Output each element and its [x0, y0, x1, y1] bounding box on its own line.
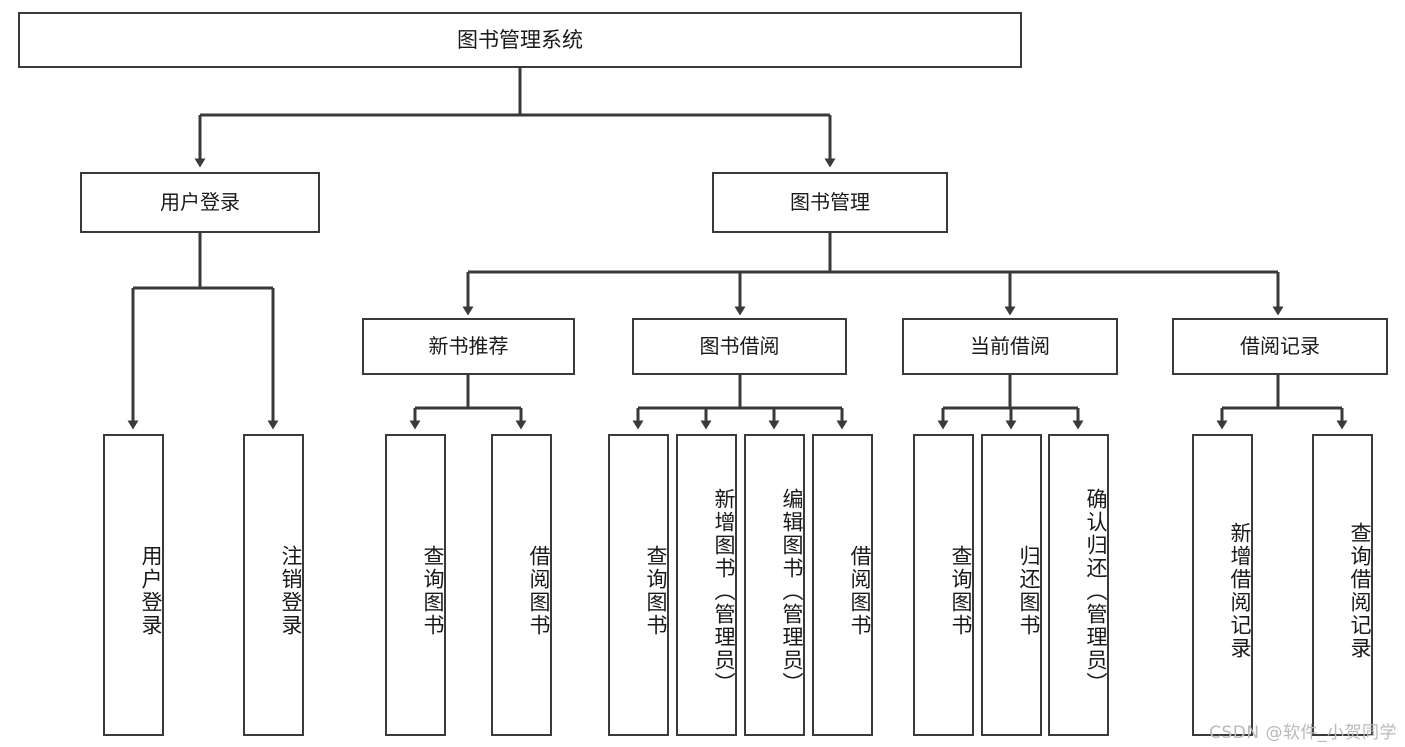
leaf-borrow-book-new-book-rec[interactable]: 借阅图书: [491, 434, 552, 736]
leaf-confirm-return-admin[interactable]: 确认归还（管理员）: [1048, 434, 1109, 736]
node-book-management[interactable]: 图书管理: [712, 172, 948, 233]
node-new-book-recommendation[interactable]: 新书推荐: [362, 318, 575, 375]
node-book-borrow[interactable]: 图书借阅: [632, 318, 847, 375]
leaf-query-book-current-borrow[interactable]: 查询图书: [913, 434, 974, 736]
leaf-add-borrow-record[interactable]: 新增借阅记录: [1192, 434, 1253, 736]
node-current-borrow[interactable]: 当前借阅: [902, 318, 1118, 375]
leaf-query-book-borrow[interactable]: 查询图书: [608, 434, 669, 736]
leaf-edit-book-admin[interactable]: 编辑图书（管理员）: [744, 434, 805, 736]
node-borrow-record[interactable]: 借阅记录: [1172, 318, 1388, 375]
csdn-watermark: CSDN @软件_小贺同学: [1209, 723, 1397, 743]
leaf-user-login[interactable]: 用户登录: [103, 434, 164, 736]
leaf-return-book[interactable]: 归还图书: [981, 434, 1042, 736]
leaf-query-book-new-book-rec[interactable]: 查询图书: [385, 434, 446, 736]
leaf-query-borrow-record[interactable]: 查询借阅记录: [1312, 434, 1373, 736]
leaf-add-book-admin[interactable]: 新增图书（管理员）: [676, 434, 737, 736]
leaf-borrow-book[interactable]: 借阅图书: [812, 434, 873, 736]
leaf-logout[interactable]: 注销登录: [243, 434, 304, 736]
node-root-book-management-system[interactable]: 图书管理系统: [18, 12, 1022, 68]
node-user-login[interactable]: 用户登录: [80, 172, 320, 233]
